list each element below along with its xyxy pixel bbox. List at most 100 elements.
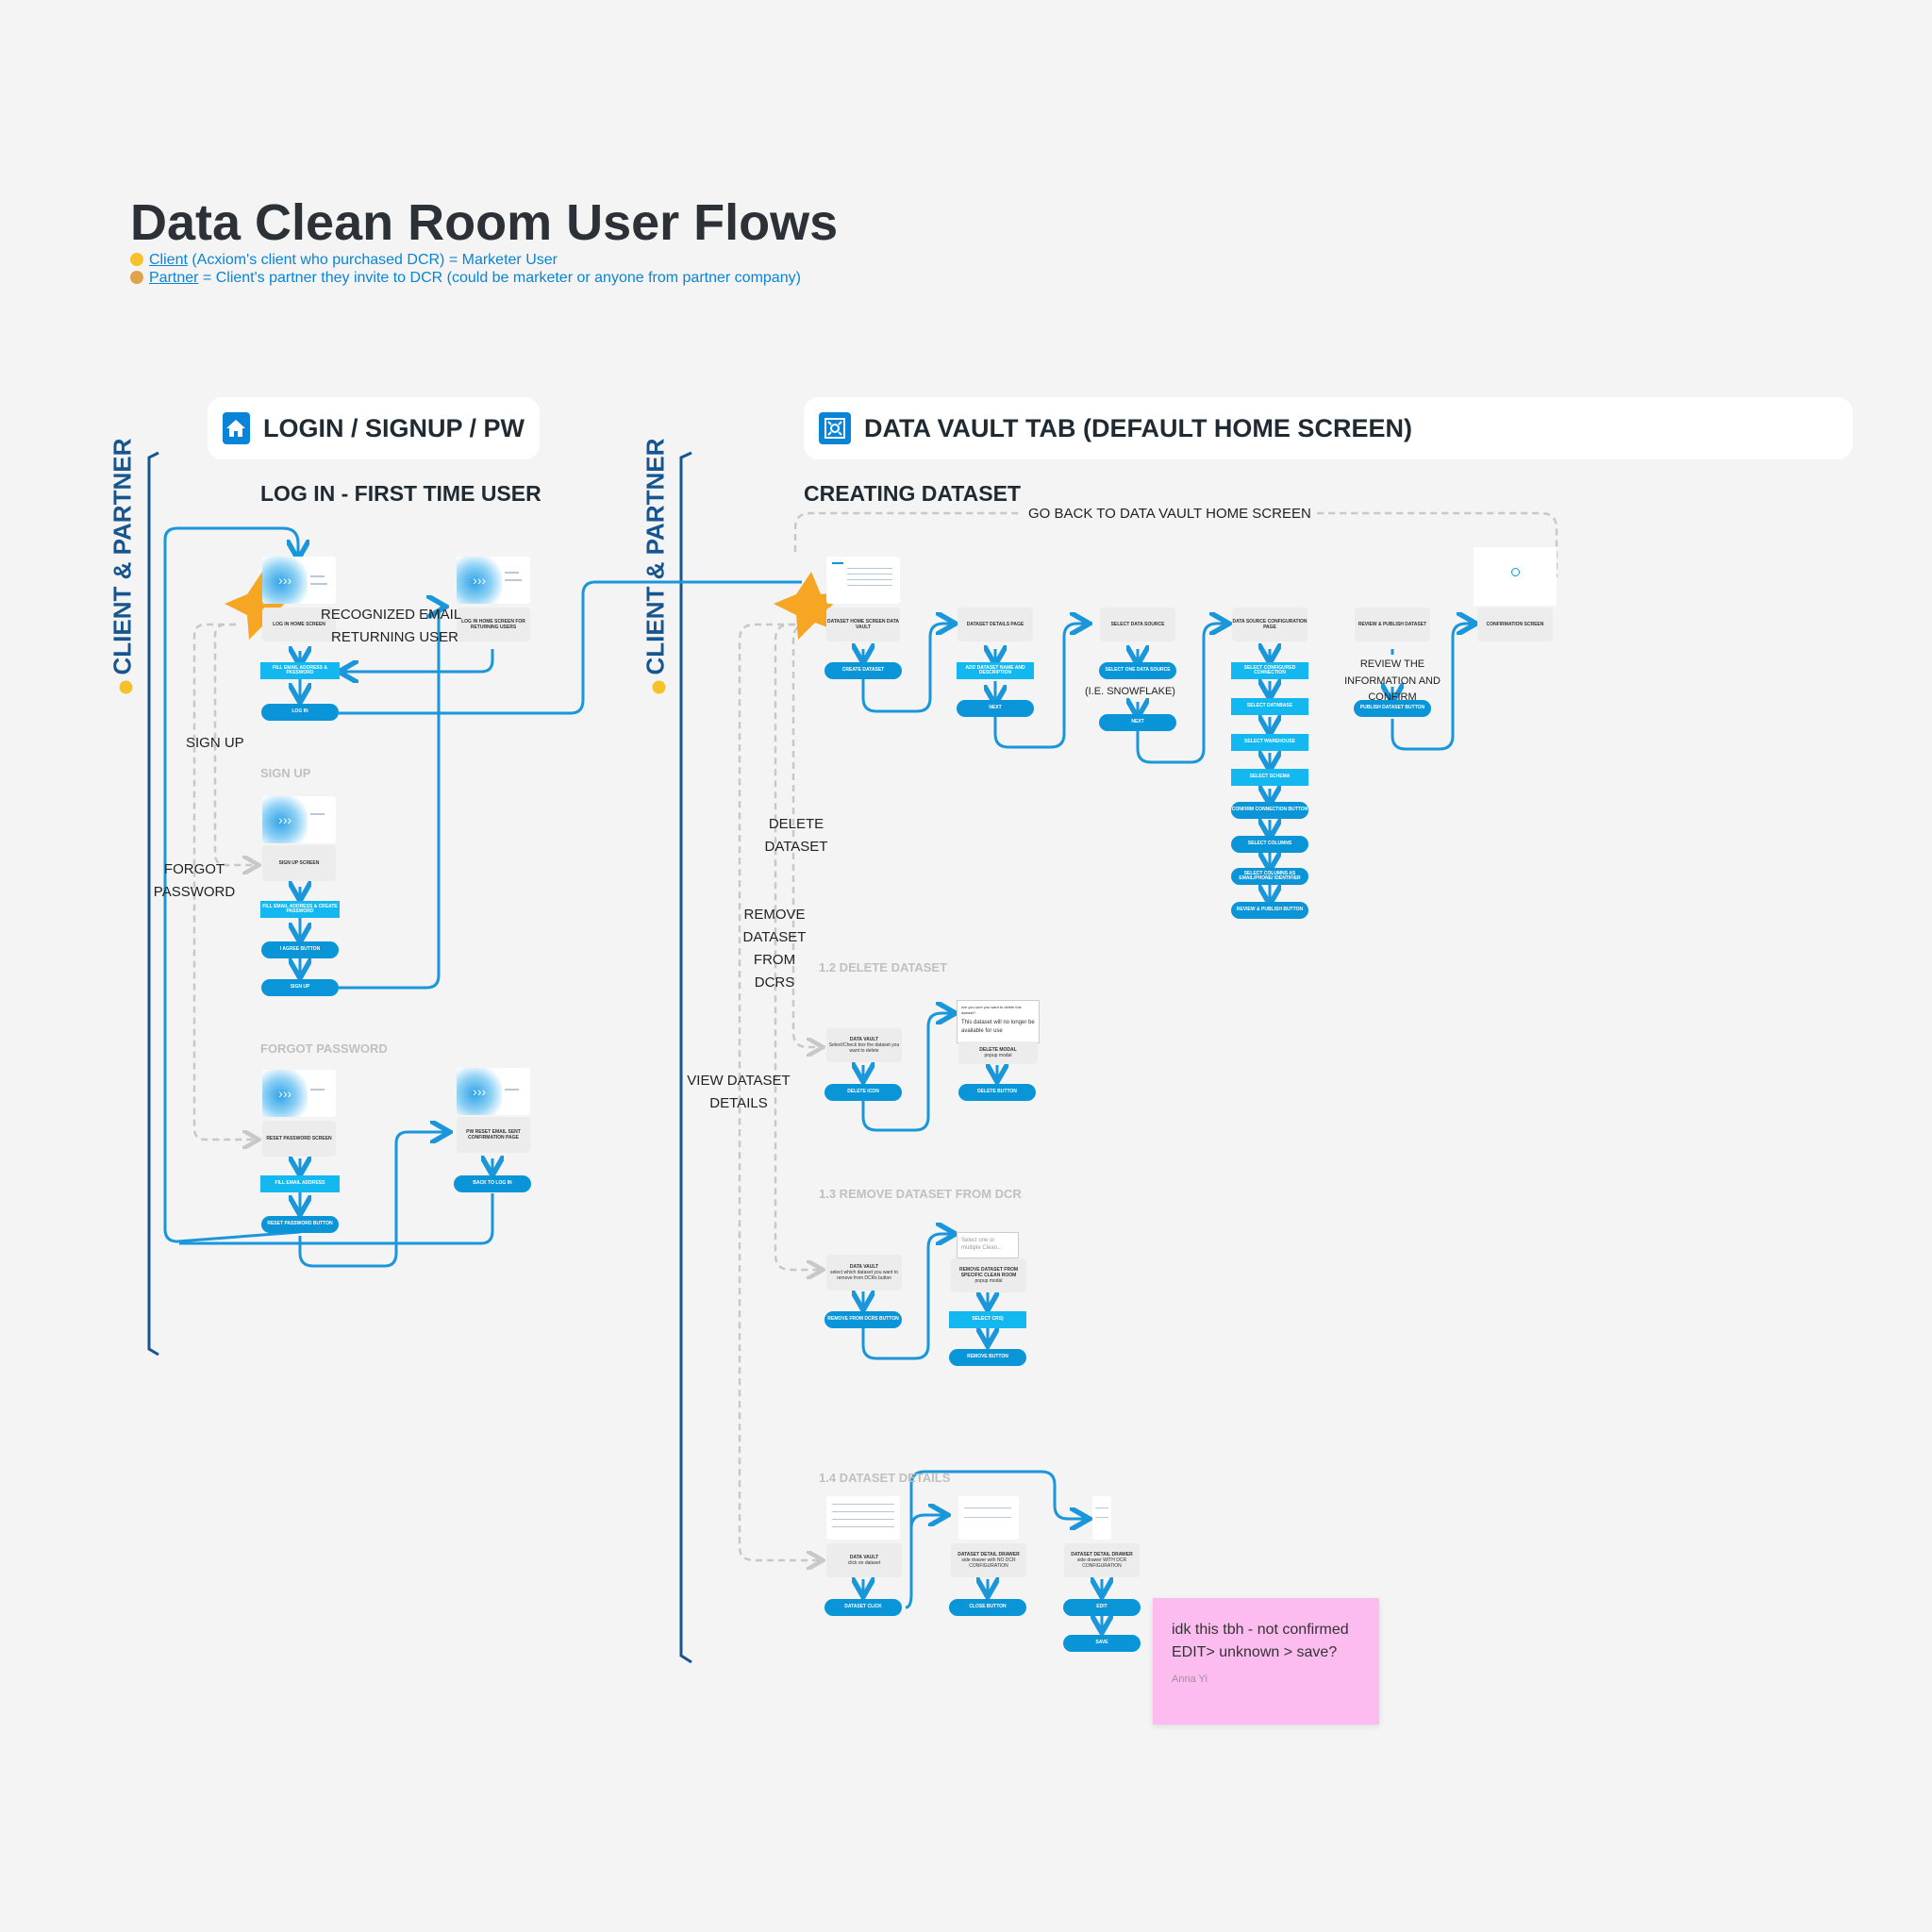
vault-section-header: DATA VAULT TAB (DEFAULT HOME SCREEN)	[804, 397, 1853, 459]
remove-button[interactable]: REMOVE BUTTON	[949, 1349, 1026, 1366]
dataset-details-page: DATASET DETAILS PAGE	[958, 608, 1033, 641]
signup-flow-heading: SIGN UP	[260, 766, 311, 780]
details-vault-title: DATA VAULT	[849, 1555, 879, 1560]
home-icon	[223, 412, 250, 444]
review-publish-screen: REVIEW & PUBLISH DATASET	[1355, 608, 1430, 641]
reset-password-screen: RESET PASSWORD SCREEN	[262, 1121, 336, 1157]
recognized-email-label: RECOGNIZED EMAIL	[321, 607, 462, 623]
cowboy-icon	[130, 271, 143, 284]
reset-sent-thumbnail: ›››	[457, 1068, 530, 1115]
smiley-icon	[119, 680, 133, 694]
smiley-icon	[130, 253, 143, 266]
forgot-password-branch-label: FORGOT PASSWORD	[153, 861, 236, 900]
config-step-connection: SELECT CONFIGURED CONNECTION	[1231, 662, 1308, 679]
remove-modal-screen: REMOVE DATASET FROM SPECIFIC CLEAN ROOM …	[951, 1258, 1026, 1292]
delete-modal-sub: popup modal	[984, 1053, 1012, 1058]
page-title: Data Clean Room User Flows	[130, 194, 839, 251]
reset-sent-page: PW RESET EMAIL SENT CONFIRMATION PAGE	[457, 1117, 530, 1153]
sticky-note-text: idk this tbh - not confirmed EDIT> unkno…	[1172, 1622, 1349, 1660]
login-button[interactable]: LOG IN	[261, 704, 339, 721]
delete-button[interactable]: DELETE BUTTON	[958, 1084, 1036, 1101]
details-vault-screen: DATA VAULT click on dataset	[826, 1543, 902, 1577]
save-button[interactable]: SAVE	[1063, 1635, 1141, 1652]
confirmation-screen: CONFIRMATION SCREEN	[1477, 608, 1553, 641]
select-one-source-button[interactable]: SELECT ONE DATA SOURCE	[1099, 662, 1176, 679]
delete-flow-heading: 1.2 DELETE DATASET	[819, 960, 948, 974]
partner-link[interactable]: Partner	[149, 270, 199, 286]
login-section-title: LOGIN / SIGNUP / PW	[262, 413, 525, 442]
review-publish-button[interactable]: REVIEW & PUBLISH BUTTON	[1231, 902, 1308, 919]
publish-dataset-button[interactable]: PUBLISH DATASET BUTTON	[1354, 700, 1431, 717]
drawer-no-config-desc: side drawer with NO DCR CONFIGURATION	[961, 1557, 1016, 1569]
config-step-database: SELECT DATABASE	[1231, 698, 1308, 715]
signup-button[interactable]: SIGN UP	[261, 979, 339, 996]
partner-legend-text: = Client's partner they invite to DCR (c…	[198, 270, 801, 286]
back-to-login-button[interactable]: BACK TO LOG IN	[454, 1175, 531, 1192]
remove-modal-sub: popup modal	[974, 1278, 1003, 1284]
delete-vault-desc: Select/Check box the dataset you want to…	[828, 1042, 900, 1054]
delete-modal-question: Are you sure you want to delete this dat…	[961, 1005, 1022, 1015]
remove-vault-desc: select which dataset you want to remove …	[830, 1270, 898, 1281]
edit-button[interactable]: EDIT	[1063, 1599, 1141, 1616]
smiley-icon	[652, 680, 666, 694]
delete-vault-screen: DATA VAULT Select/Check box the dataset …	[826, 1028, 902, 1062]
i-agree-button[interactable]: I AGREE BUTTON	[261, 941, 339, 958]
sticky-note-author: Anna Yi	[1172, 1674, 1208, 1685]
forgot-flow-heading: FORGOT PASSWORD	[260, 1041, 388, 1056]
signup-screen: SIGN UP SCREEN	[262, 845, 336, 881]
fill-reset-email-step: FILL EMAIL ADDRESS	[260, 1175, 340, 1192]
client-legend: Client (Acxiom's client who purchased DC…	[130, 252, 558, 269]
details-vault-desc: click on dataset	[847, 1560, 881, 1566]
remove-modal-text: Select one or multiple Clean...	[961, 1238, 1003, 1252]
vault-section-title: DATA VAULT TAB (DEFAULT HOME SCREEN)	[864, 413, 1412, 442]
vault-home-thumbnail	[826, 557, 900, 604]
returning-thumbnail: ›››	[457, 557, 530, 604]
delete-icon-button[interactable]: DELETE ICON	[824, 1084, 902, 1101]
fill-email-password-step: FILL EMAIL ADDRESS & PASSWORD	[260, 662, 340, 679]
select-columns-button[interactable]: SELECT COLUMNS	[1231, 836, 1308, 853]
create-password-step: FILL EMAIL ADDRESS & CREATE PASSWORD	[260, 901, 340, 918]
drawer-no-config-title: DATASET DETAIL DRAWER	[958, 1552, 1020, 1557]
reset-thumbnail: ›››	[262, 1070, 336, 1117]
config-step-warehouse: SELECT WAREHOUSE	[1231, 734, 1308, 751]
details-flow-heading: 1.4 DATASET DETAILS	[819, 1471, 951, 1485]
client-legend-text: (Acxiom's client who purchased DCR) = Ma…	[187, 252, 558, 268]
sticky-note[interactable]: idk this tbh - not confirmed EDIT> unkno…	[1153, 1598, 1379, 1724]
drawer-with-config-screen: DATASET DETAIL DRAWER side drawer WITH D…	[1064, 1543, 1140, 1577]
vault-home-screen: DATASET HOME SCREEN DATA VAULT	[826, 608, 900, 641]
go-back-label: GO BACK TO DATA VAULT HOME SCREEN	[1023, 503, 1317, 525]
drawer-with-config-desc: side drawer WITH DCR CONFIGURATION	[1076, 1557, 1127, 1569]
remove-modal-preview: Select one or multiple Clean...	[957, 1232, 1019, 1258]
remove-vault-title: DATA VAULT	[849, 1264, 879, 1270]
delete-branch-label: DELETE DATASET	[764, 816, 828, 855]
delete-modal-text: This dataset will no longer be available…	[961, 1020, 1035, 1034]
dataset-click-button[interactable]: DATASET CLICK	[824, 1599, 902, 1616]
delete-modal-screen: DELETE MODAL popup modal	[958, 1041, 1038, 1064]
add-name-step: ADD DATASET NAME AND DESCRIPTION	[957, 662, 1034, 679]
remove-vault-screen: DATA VAULT select which dataset you want…	[826, 1255, 902, 1291]
confirm-connection-button[interactable]: CONFIRM CONNECTION BUTTON	[1231, 802, 1308, 819]
select-data-source-page: SELECT DATA SOURCE	[1100, 608, 1175, 641]
close-button[interactable]: CLOSE BUTTON	[949, 1599, 1026, 1616]
remove-branch-label: REMOVE DATASET FROM DCRS	[742, 907, 807, 991]
login-thumbnail: ›››	[262, 557, 336, 604]
create-dataset-button[interactable]: CREATE DATASET	[824, 662, 902, 679]
details-vault-thumbnail	[826, 1496, 900, 1540]
create-flow-heading: CREATING DATASET	[804, 481, 1021, 506]
side-label-right: CLIENT & PARTNER	[641, 439, 671, 694]
returning-user-label: RETURNING USER	[331, 629, 459, 645]
next-button[interactable]: NEXT	[957, 700, 1034, 717]
remove-flow-heading: 1.3 REMOVE DATASET FROM DCR	[819, 1187, 1022, 1201]
next-button-2[interactable]: NEXT	[1099, 714, 1176, 731]
client-link[interactable]: Client	[149, 252, 188, 268]
select-identifier-columns-button[interactable]: SELECT COLUMNS AS EMAIL/PHONE/ IDENTIFIE…	[1231, 868, 1308, 885]
view-branch-label: VIEW DATASET DETAILS	[687, 1073, 791, 1111]
confirmation-thumbnail	[1474, 547, 1557, 606]
remove-from-dcrs-button[interactable]: REMOVE FROM DCRS BUTTON	[824, 1311, 902, 1328]
reset-password-button[interactable]: RESET PASSWORD BUTTON	[261, 1216, 339, 1233]
vault-icon	[819, 412, 851, 444]
delete-vault-title: DATA VAULT	[849, 1037, 879, 1042]
drawer-with-config-thumbnail	[1092, 1496, 1111, 1540]
delete-modal-label: DELETE MODAL	[979, 1047, 1017, 1053]
